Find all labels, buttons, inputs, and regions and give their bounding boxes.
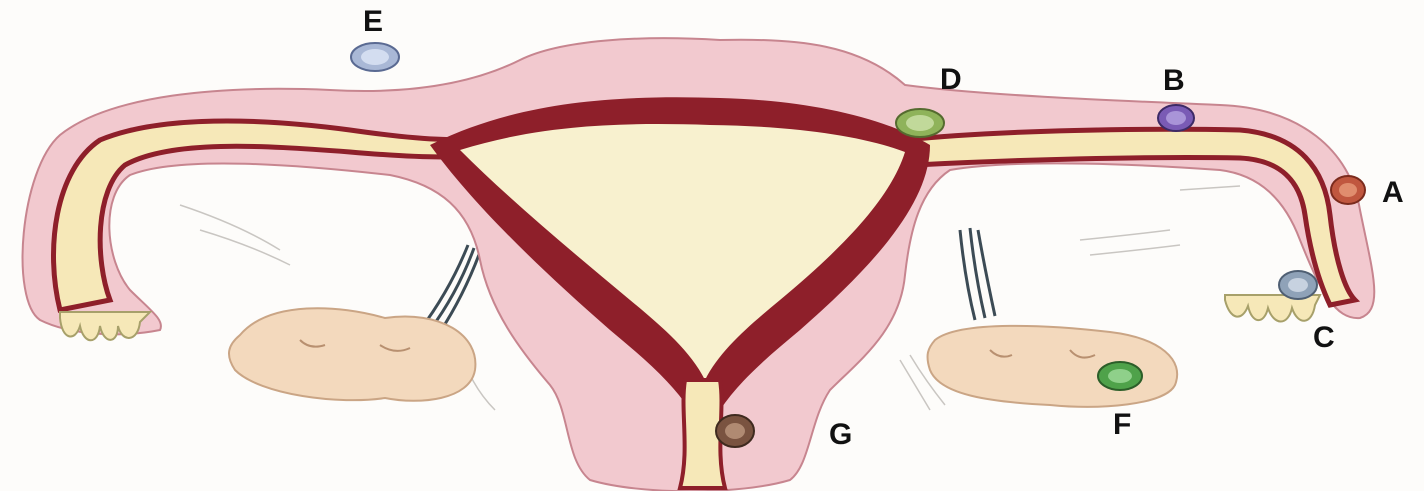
label-c: C: [1313, 323, 1335, 353]
egg-G: [716, 415, 754, 447]
label-f: F: [1113, 410, 1131, 440]
label-g: G: [829, 420, 852, 450]
label-d: D: [940, 65, 962, 95]
label-e: E: [363, 7, 383, 37]
right-fimbriae: [1225, 295, 1320, 322]
egg-A: [1331, 176, 1365, 204]
egg-E: [351, 43, 399, 71]
egg-D: [896, 109, 944, 137]
egg-F: [1098, 362, 1142, 390]
egg-B: [1158, 105, 1194, 131]
right-ovary: [928, 326, 1178, 407]
label-a: A: [1382, 178, 1404, 208]
left-fimbriae: [60, 312, 150, 340]
label-b: B: [1163, 66, 1185, 96]
left-ovary: [229, 308, 475, 401]
egg-C: [1279, 271, 1317, 299]
right-ligament: [960, 228, 995, 320]
